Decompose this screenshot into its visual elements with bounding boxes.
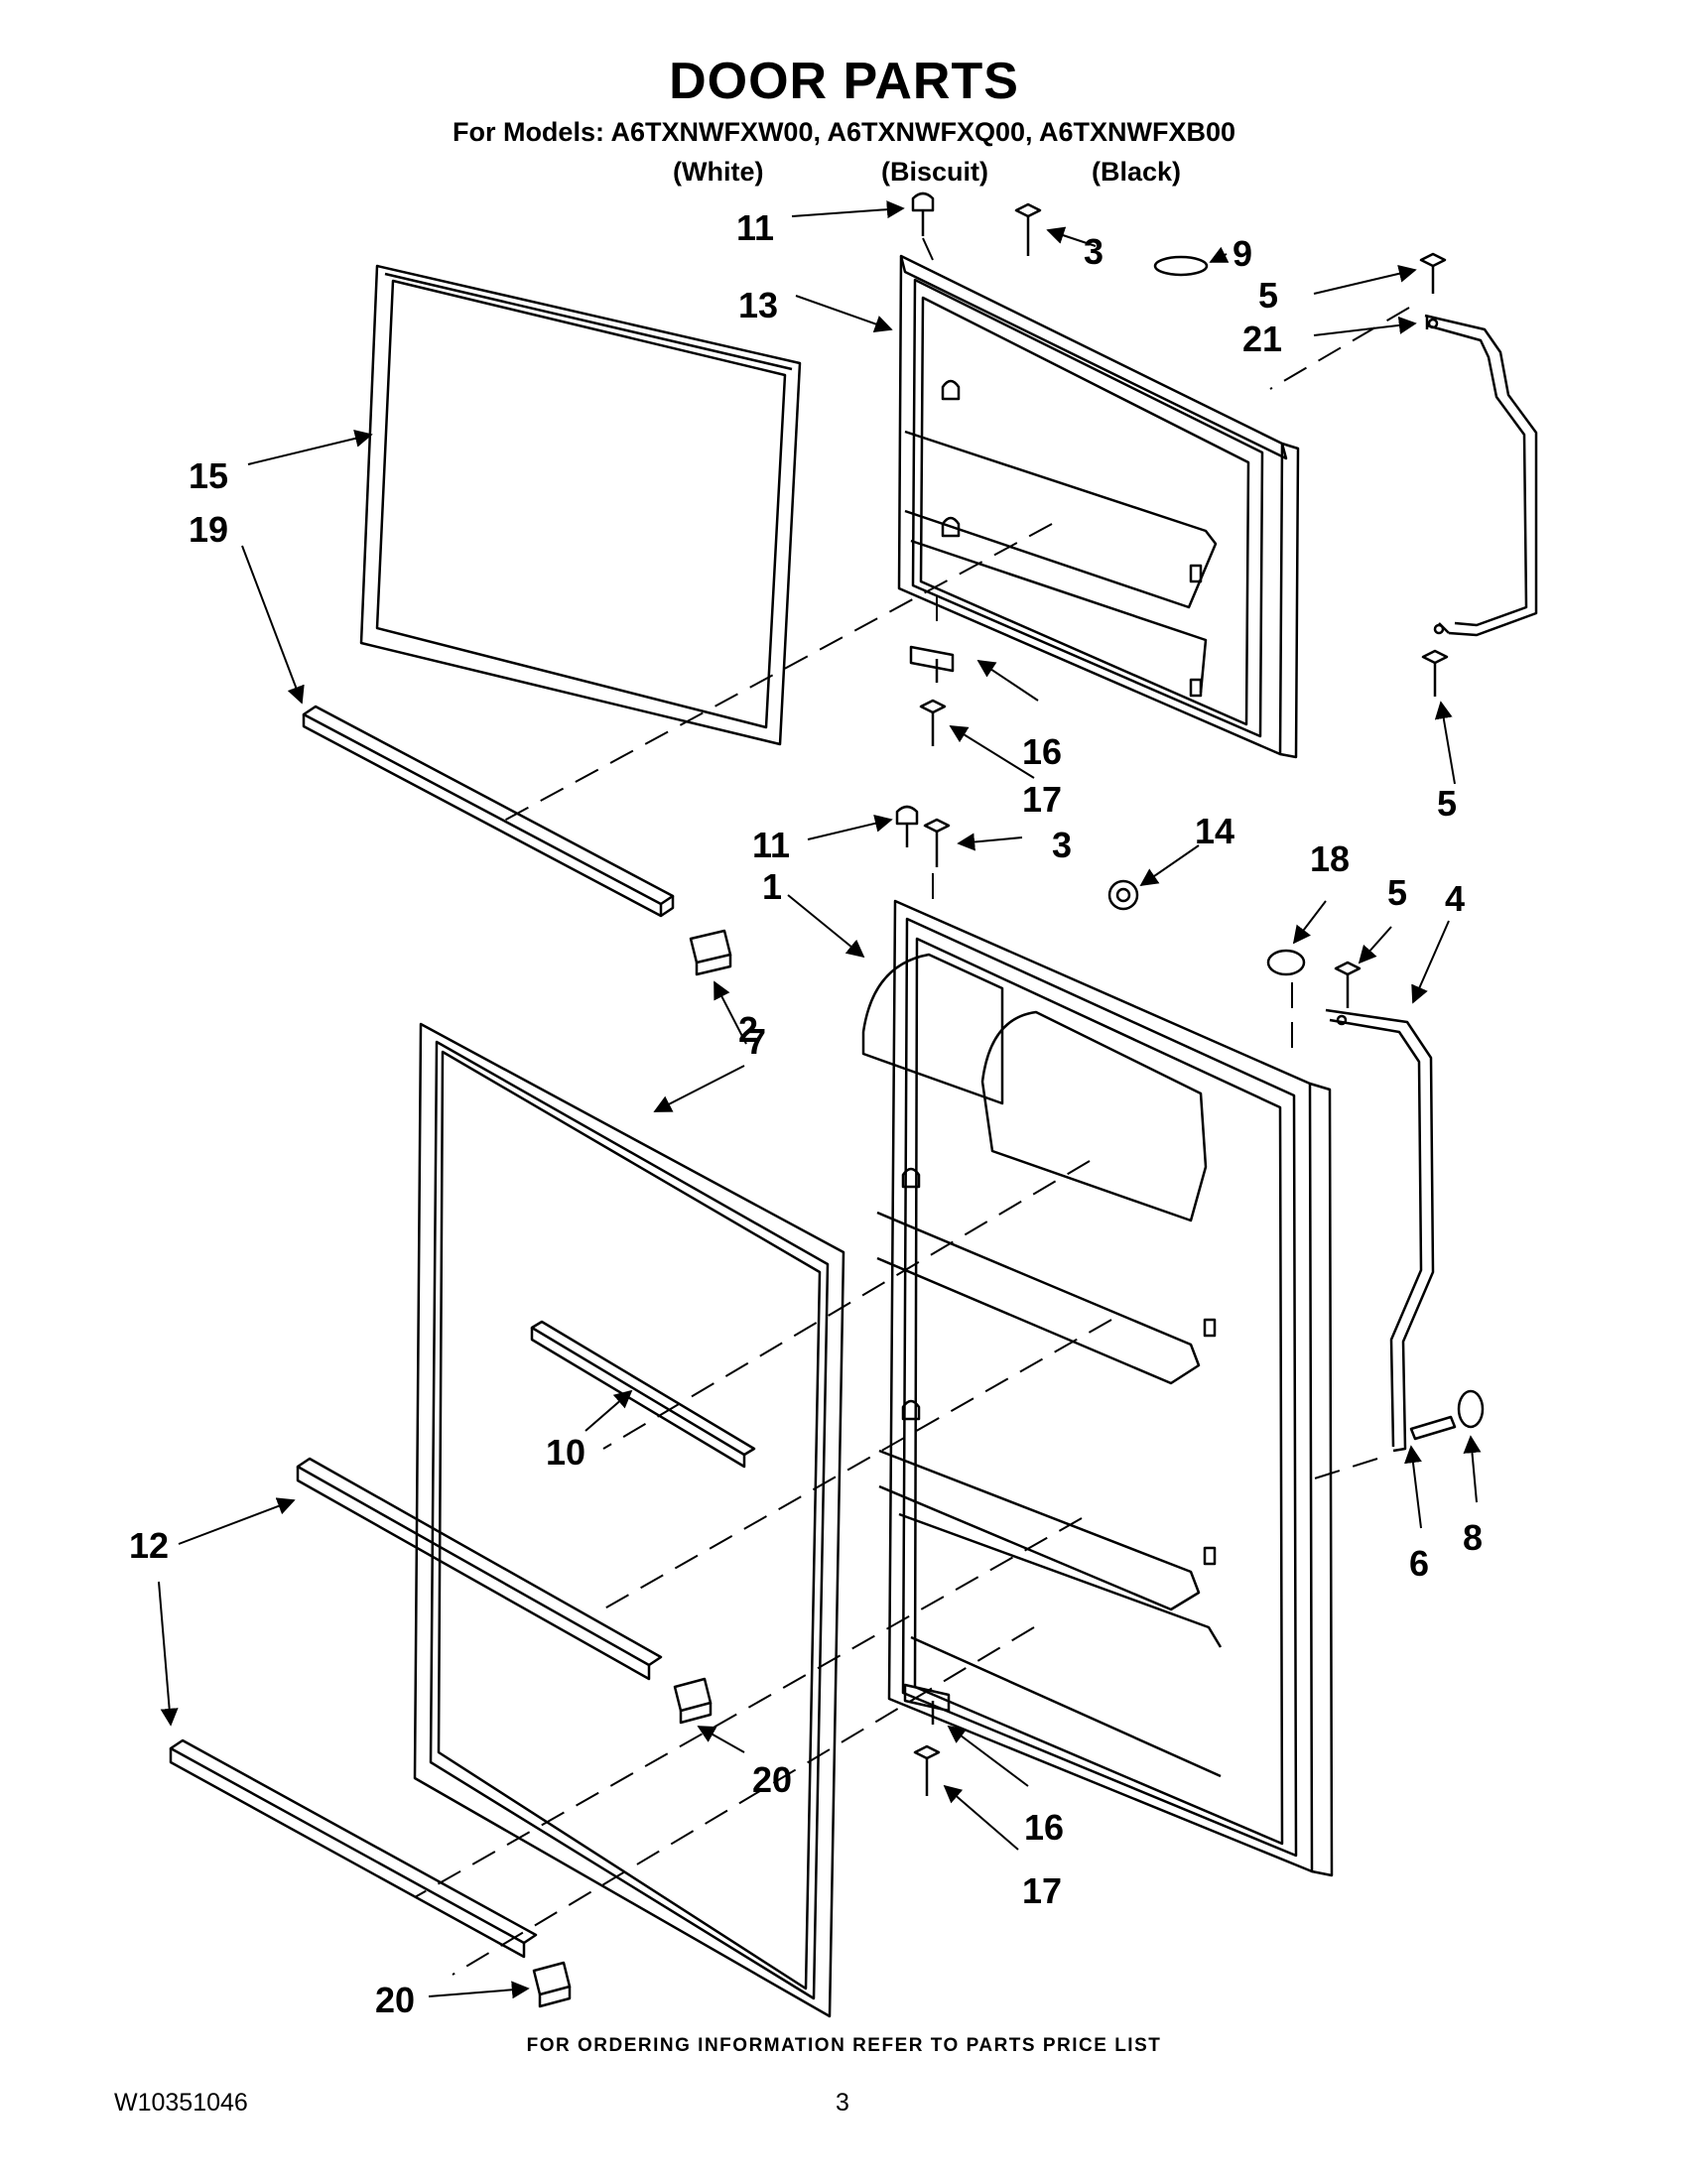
ordering-note: FOR ORDERING INFORMATION REFER TO PARTS … [526, 2035, 1162, 2056]
callout-20-lower: 20 [375, 1980, 415, 2020]
callout-21: 21 [1242, 319, 1282, 359]
callout-17-upper: 17 [1022, 779, 1062, 820]
callout-labels: 11 3 9 5 21 13 15 19 16 17 5 11 3 14 1 1… [129, 207, 1483, 2020]
door-bar-part-10 [530, 1320, 756, 1469]
callout-6: 6 [1409, 1543, 1429, 1584]
screw-part-17-upper [919, 699, 947, 746]
fresh-food-gasket-part-7 [413, 1022, 845, 2018]
screw-part-5-upper [1419, 252, 1447, 294]
callout-8: 8 [1463, 1517, 1483, 1558]
hinge-part-16-upper [909, 645, 955, 683]
callout-arrows [158, 200, 1482, 1999]
end-cap-part-20-upper [673, 1677, 713, 1725]
freezer-door-bar-part-19 [302, 705, 675, 918]
hinge-part-16-lower [903, 1683, 951, 1725]
callout-16-upper: 16 [1022, 731, 1062, 772]
screw-part-3-lower [923, 818, 951, 867]
color-white: (White) [673, 157, 764, 187]
callout-2: 2 [738, 1009, 758, 1050]
callout-16-lower: 16 [1024, 1807, 1064, 1848]
page-title: DOOR PARTS [669, 53, 1019, 110]
freezer-handle-part-21 [1424, 314, 1538, 637]
callout-12: 12 [129, 1525, 169, 1566]
callout-5-lower: 5 [1437, 783, 1457, 824]
callout-1: 1 [762, 866, 782, 907]
callout-10: 10 [546, 1432, 585, 1473]
document-number: W10351046 [114, 2089, 248, 2117]
plug-button-part-11-lower [895, 805, 919, 847]
end-cap-part-20-lower [532, 1961, 572, 2008]
color-black: (Black) [1092, 157, 1182, 187]
cap-part-8 [1457, 1389, 1485, 1429]
callout-5-upper: 5 [1258, 275, 1278, 316]
callout-15: 15 [189, 455, 228, 496]
screw-part-17-lower [913, 1744, 941, 1796]
callout-4: 4 [1445, 878, 1465, 919]
callout-18: 18 [1310, 838, 1350, 879]
callout-9: 9 [1233, 233, 1252, 274]
callout-14: 14 [1195, 811, 1234, 851]
screw-part-3-upper [1014, 202, 1042, 256]
callout-3-lower: 3 [1052, 825, 1072, 865]
callout-3-upper: 3 [1084, 231, 1104, 272]
callout-13: 13 [738, 285, 778, 325]
retainer-clip-part-2 [689, 929, 732, 976]
callout-20-upper: 20 [752, 1759, 792, 1800]
freezer-gasket-part-15 [359, 264, 802, 746]
plug-button-part-11-upper [911, 192, 935, 236]
color-biscuit: (Biscuit) [881, 157, 988, 187]
callout-11-lower: 11 [752, 825, 790, 865]
callout-5-mid: 5 [1387, 872, 1407, 913]
gasket-ring-part-9 [1153, 255, 1209, 277]
assembly-guide-lines [414, 237, 1410, 1976]
callout-11-upper: 11 [736, 207, 774, 248]
model-list: For Models: A6TXNWFXW00, A6TXNWFXQ00, A6… [452, 117, 1236, 147]
spacer-part-14 [1107, 879, 1139, 911]
door-bar-part-12-lower [169, 1738, 538, 1959]
screw-part-5-mid [1334, 961, 1362, 1008]
fresh-food-handle-part-4 [1325, 1008, 1435, 1453]
freezer-door-part-13 [897, 254, 1300, 759]
callout-17-lower: 17 [1022, 1870, 1062, 1911]
hole-plug-part-18 [1266, 949, 1306, 976]
door-bar-part-12-upper [296, 1457, 663, 1681]
page-number: 3 [836, 2089, 849, 2117]
callout-19: 19 [189, 509, 228, 550]
callout-7: 7 [746, 1021, 766, 1062]
shoulder-screw-part-6 [1409, 1415, 1457, 1441]
fresh-food-door-part-1 [861, 899, 1334, 1877]
screw-part-5-lower [1421, 649, 1449, 697]
